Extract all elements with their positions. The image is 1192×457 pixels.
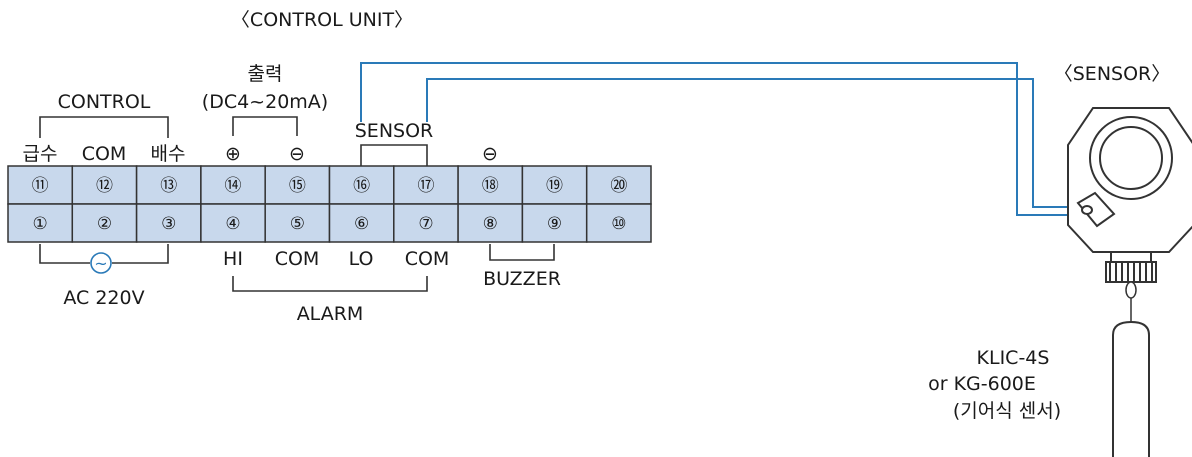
com7-label: COM <box>405 248 450 270</box>
terminal-bottom-number-1: ① <box>33 214 48 234</box>
ac-symbol: ~ <box>94 254 107 273</box>
sensor-thread <box>1105 261 1157 283</box>
ac-bracket-right <box>112 244 169 264</box>
sensor-inner-ring <box>1099 126 1163 190</box>
minus-label-15: ⊖ <box>289 143 305 165</box>
chain-link-1 <box>1125 281 1137 299</box>
terminal-top-number-2: ⑫ <box>96 176 113 196</box>
terminal-top-cell-10 <box>585 165 652 205</box>
sensor-label: SENSOR <box>355 120 434 142</box>
sensor-title: 〈SENSOR〉 <box>1054 63 1171 85</box>
top-brackets <box>39 116 428 166</box>
minus-label-18: ⊖ <box>482 143 498 165</box>
output-bracket <box>232 116 298 136</box>
buzzer-label: BUZZER <box>483 268 561 290</box>
buzzer-bracket <box>489 244 555 261</box>
terminal-top-cell-7 <box>393 165 459 205</box>
drain-label: 배수 <box>151 143 186 165</box>
terminal-bottom-cell-5 <box>264 203 331 243</box>
sensor-model-line3: (기어식 센서) <box>953 400 1061 422</box>
terminal-top-number-10: ⑳ <box>610 176 627 196</box>
float-weight <box>1112 320 1150 457</box>
sensor-neck <box>1110 251 1152 263</box>
cable-gland <box>1076 191 1116 228</box>
output-label-bottom: (DC4~20mA) <box>202 91 328 113</box>
terminal-top-cell-3 <box>135 165 202 205</box>
terminal-top-number-8: ⑱ <box>482 176 499 196</box>
ac-bracket-left <box>39 244 90 264</box>
sensor-signal-wires <box>360 62 1086 216</box>
alarm-bracket <box>232 276 428 292</box>
com5-label: COM <box>275 248 320 270</box>
terminal-bottom-cell-3 <box>135 203 202 243</box>
terminal-top-number-7: ⑰ <box>417 176 434 196</box>
sensor-wire-outer <box>360 62 1086 216</box>
terminal-top-number-5: ⑮ <box>289 176 306 196</box>
terminal-top-number-4: ⑭ <box>225 176 242 196</box>
terminal-bottom-number-7: ⑦ <box>418 214 433 234</box>
control-bracket <box>39 116 169 138</box>
sensor-bracket <box>360 144 428 166</box>
terminal-bottom-cell-6 <box>328 203 395 243</box>
terminal-block: ⑪ ⑫ ⑬ ⑭ ⑮ ⑯ ⑰ ⑱ ⑲ ⑳ ① ② ③ ④ ⑤ ⑥ ⑦ ⑧ ⑨ ⑩ <box>7 165 652 243</box>
terminal-bottom-cell-9 <box>521 203 588 243</box>
terminal-bottom-cell-1 <box>7 203 74 243</box>
output-label-top: 출력 <box>248 63 283 85</box>
supply-label: 급수 <box>23 143 58 165</box>
cable-gland-hole <box>1081 205 1093 215</box>
terminal-bottom-cell-8 <box>457 203 524 243</box>
plus-label: ⊕ <box>225 143 241 165</box>
terminal-bottom-number-2: ② <box>97 214 112 234</box>
terminal-bottom-number-10: ⑩ <box>611 214 626 234</box>
terminal-top-cell-9 <box>521 165 588 205</box>
ac-label: AC 220V <box>63 287 144 309</box>
sensor-model-line2: or KG-600E <box>928 373 1036 395</box>
terminal-bottom-number-6: ⑥ <box>354 214 369 234</box>
alarm-label: ALARM <box>297 303 364 325</box>
terminal-bottom-number-4: ④ <box>225 214 240 234</box>
terminal-top-number-3: ⑬ <box>160 176 177 196</box>
terminal-bottom-number-3: ③ <box>161 214 176 234</box>
bottom-brackets <box>39 244 555 292</box>
terminal-top-number-9: ⑲ <box>546 176 563 196</box>
terminal-top-cell-5 <box>264 165 331 205</box>
control-unit-title: 〈CONTROL UNIT〉 <box>231 9 413 31</box>
terminal-bottom-number-9: ⑨ <box>547 214 562 234</box>
terminal-bottom-number-5: ⑤ <box>290 214 305 234</box>
sensor-model-line1: KLIC-4S <box>977 347 1050 369</box>
ac-symbol-circle <box>90 252 112 274</box>
control-label: CONTROL <box>58 91 151 113</box>
terminal-bottom-cell-10 <box>585 203 652 243</box>
com-top-label: COM <box>82 143 127 165</box>
terminal-top-number-1: ⑪ <box>32 176 49 196</box>
terminal-top-number-6: ⑯ <box>353 176 370 196</box>
hi-label: HI <box>223 248 243 270</box>
sensor-wire-inner <box>426 78 1086 208</box>
lo-label: LO <box>349 248 374 270</box>
terminal-bottom-number-8: ⑧ <box>483 214 498 234</box>
sensor-device <box>1067 107 1192 457</box>
